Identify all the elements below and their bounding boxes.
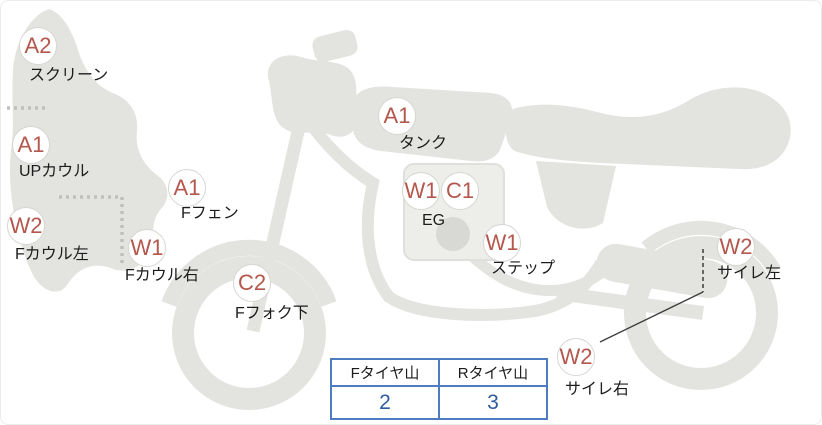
seat-tail (505, 87, 791, 170)
grade-badge-silencer-left: W2 (717, 228, 755, 266)
exhaust-pipe (465, 249, 605, 296)
tire-table-header-row: Fタイヤ山 Rタイヤ山 (330, 358, 548, 387)
grade-badge-front-cowl-left: W2 (7, 207, 45, 245)
part-label-front-cowl-left: Fカウル左 (15, 246, 89, 263)
frame (298, 109, 607, 321)
front-fairing (9, 9, 168, 292)
grade-badge-front-cowl-right: W1 (128, 229, 166, 267)
part-label-front-cowl-right: Fカウル右 (125, 267, 199, 284)
part-label-screen: スクリーン (29, 67, 109, 84)
tire-tread-table: Fタイヤ山 Rタイヤ山 2 3 (330, 358, 548, 420)
handlebar-cluster (267, 55, 358, 137)
part-label-engine: EG (422, 212, 446, 229)
grade-badge-engine-2: C1 (441, 172, 479, 210)
part-label-tank: タンク (399, 135, 448, 152)
grade-badge-silencer-right: W2 (557, 338, 595, 376)
grade-badge-front-fender: A1 (168, 169, 206, 207)
rear-wheel (624, 236, 778, 390)
grade-badge-step: W1 (483, 224, 521, 262)
engine-case (436, 217, 470, 251)
rear-tire-tread-header: Rタイヤ山 (438, 358, 548, 387)
side-cover (536, 161, 616, 229)
part-label-silencer-left: サイレ左 (717, 265, 782, 282)
front-tire-tread-header: Fタイヤ山 (330, 358, 440, 387)
part-label-front-fork-lower: Fフォク下 (235, 305, 309, 322)
grade-badge-tank: A1 (378, 97, 416, 135)
part-label-front-fender: Fフェン (181, 205, 239, 222)
grade-badge-front-fork-lower: C2 (233, 264, 271, 302)
part-label-upper-cowl: UPカウル (19, 163, 90, 180)
front-fender (161, 239, 337, 307)
swing-arm (556, 286, 704, 320)
rear-fender (641, 220, 782, 275)
muffler (596, 243, 728, 299)
grade-badge-screen: A2 (19, 27, 57, 65)
part-label-silencer-right: サイレ右 (565, 381, 630, 398)
front-tire-tread-value: 2 (330, 385, 440, 420)
grade-badge-upper-cowl: A1 (12, 126, 50, 164)
grade-badge-engine-1: W1 (402, 172, 440, 210)
rear-tire-tread-value: 3 (438, 385, 548, 420)
mirror (312, 29, 358, 63)
tire-table-value-row: 2 3 (330, 385, 548, 420)
silencer-right-pointer-line (599, 291, 704, 343)
front-fork (246, 125, 306, 333)
part-label-step: ステップ (491, 260, 556, 277)
